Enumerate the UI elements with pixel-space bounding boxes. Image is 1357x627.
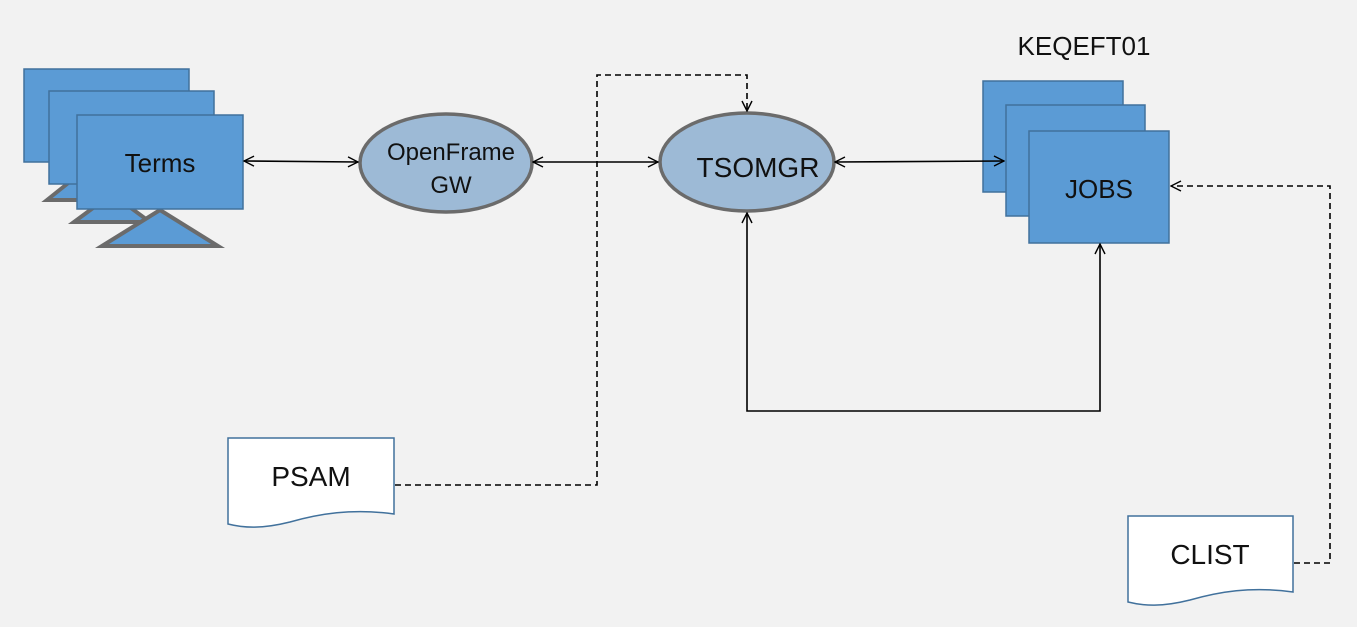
psam-node: PSAM [227, 437, 395, 528]
clist-label: CLIST [1170, 539, 1249, 570]
openframe-gw-label-line2: GW [430, 172, 472, 199]
tsomgr-node: TSOMGR [658, 111, 836, 213]
connector-terms-gw [244, 161, 358, 162]
connector-tsomgr-jobs-loop [747, 213, 1100, 412]
jobs-node: KEQEFT01 JOBS [982, 31, 1170, 244]
connector-clist-jobs [1171, 186, 1331, 564]
connector-psam-tsomgr [395, 74, 747, 486]
connector-tsomgr-jobs [835, 161, 1004, 162]
openframe-gw-node: OpenFrame GW [358, 112, 534, 214]
terms-label: Terms [125, 148, 196, 178]
psam-label: PSAM [271, 461, 350, 492]
jobs-label: JOBS [1065, 174, 1133, 204]
terms-node: Terms [23, 68, 244, 248]
terms-monitor-stand-front [94, 207, 226, 248]
openframe-gw-label-line1: OpenFrame [387, 139, 515, 166]
clist-node: CLIST [1127, 515, 1294, 606]
psam-document-shape [227, 437, 395, 528]
clist-document-shape [1127, 515, 1294, 606]
tsomgr-label: TSOMGR [697, 152, 820, 183]
jobs-caption: KEQEFT01 [1018, 31, 1151, 61]
